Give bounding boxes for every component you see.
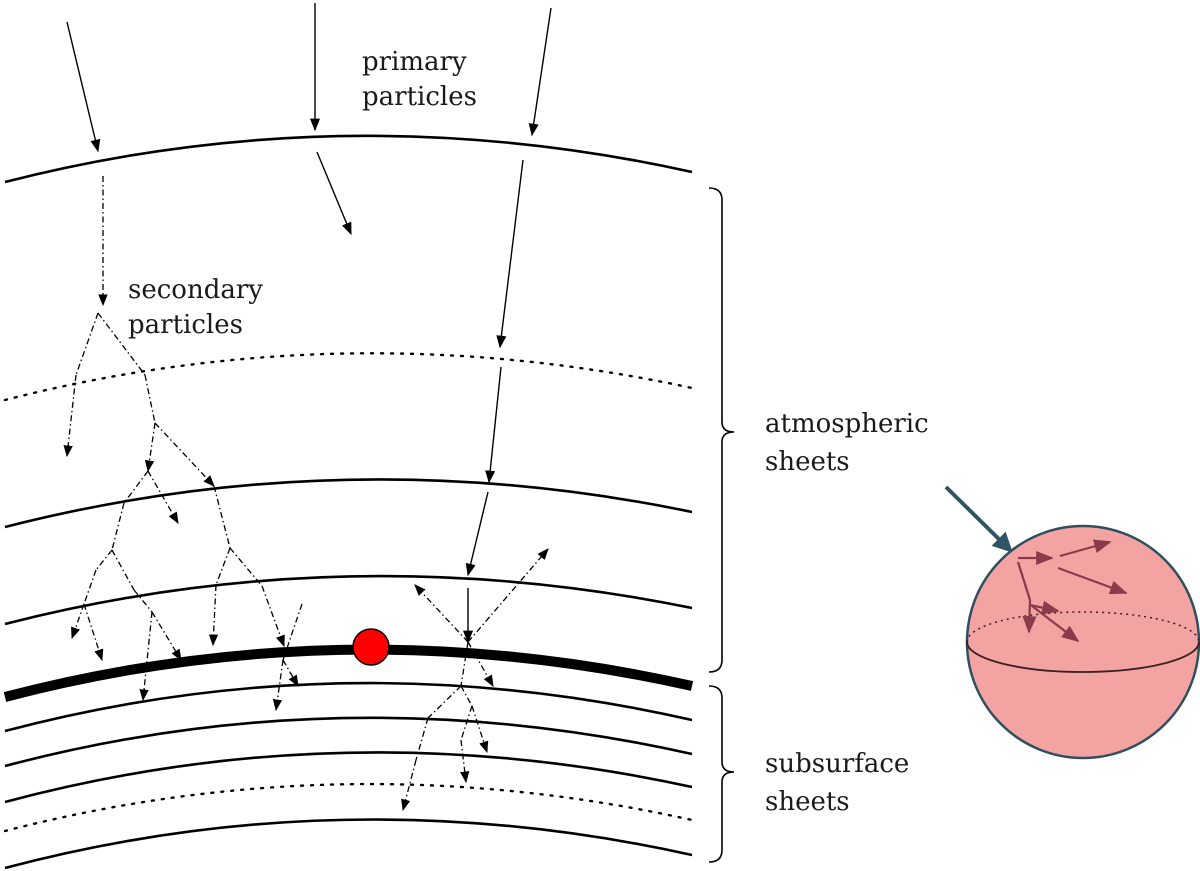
secondary-particles-label-line2: particles [128,310,243,340]
secondary-track [208,584,219,647]
secondary-track [282,603,303,661]
sheets [3,134,694,870]
subsurface-sheet-2 [4,716,693,768]
secondary-track [401,759,417,812]
primary-track-5 [496,159,524,349]
atmospheric-brace [708,187,735,673]
subsurface-sheets-label-line2: sheets [765,787,850,817]
secondary-track [415,717,429,761]
secondary-particle-tracks [63,176,549,812]
secondary-track [144,422,156,473]
secondary-track [427,685,462,719]
atmosphere-top-sheet [4,134,693,184]
secondary-track [229,547,263,587]
subsurface-sheet-1 [4,681,693,733]
secondary-track [460,685,473,707]
secondary-track [111,502,125,551]
primary-track-3 [316,151,352,236]
detector-point [352,628,390,666]
primary-track-1 [66,21,101,153]
primary-particles-label-line1: primary [362,47,467,77]
secondary-track [75,312,99,376]
primary-particles-label-line2: particles [362,82,477,112]
primary-particle-tracks [66,3,552,644]
secondary-track [154,422,215,487]
atmospheric-sheet-2 [4,574,693,626]
subsurface-sheet-4 [4,818,693,870]
atmospheric-sheet-1 [4,478,693,529]
atmospheric-dotted-sheet [3,352,694,402]
secondary-track [282,659,299,688]
secondary-track [460,739,470,784]
subsurface-sheets-label-line1: subsurface [765,749,909,779]
secondary-track [215,547,231,586]
secondary-track [467,641,494,688]
subsurface-brace [708,685,735,863]
secondary-track [460,705,473,741]
secondary-track [213,485,231,549]
secondary-track [111,549,135,591]
subsurface-sheet-3 [4,751,693,804]
sphere [965,524,1200,760]
secondary-track [139,611,153,702]
sphere-internal-tracks [1016,539,1128,643]
secondary-track [151,611,182,662]
subsurface-dotted-sheet [3,782,694,833]
secondary-track [144,374,156,424]
atmospheric-sheets-label-line1: atmospheric [765,409,929,439]
secondary-track [272,659,284,712]
secondary-track [133,589,153,613]
ground-surface-sheet [3,644,694,702]
sphere-inset [944,485,1200,760]
primary-track-7 [465,491,489,577]
incoming-particle-arrow [944,485,1013,553]
atmospheric-sheets-label-line2: sheets [765,447,850,477]
secondary-track [83,603,104,662]
primary-track-4 [528,7,552,137]
secondary-track [467,548,549,643]
secondary-particles-label-line1: secondary [128,275,263,305]
primary-track-6 [485,366,502,484]
secondary-track [261,585,285,648]
secondary-track [95,549,113,571]
secondary-track [83,569,97,605]
secondary-track [63,374,77,458]
secondary-track [147,470,179,525]
secondary-track [414,584,469,643]
secondary-track [460,641,469,687]
secondary-track [471,705,489,754]
sphere-equator-back [966,611,1200,643]
secondary-track [71,603,85,640]
sphere-equator-front [966,641,1200,673]
